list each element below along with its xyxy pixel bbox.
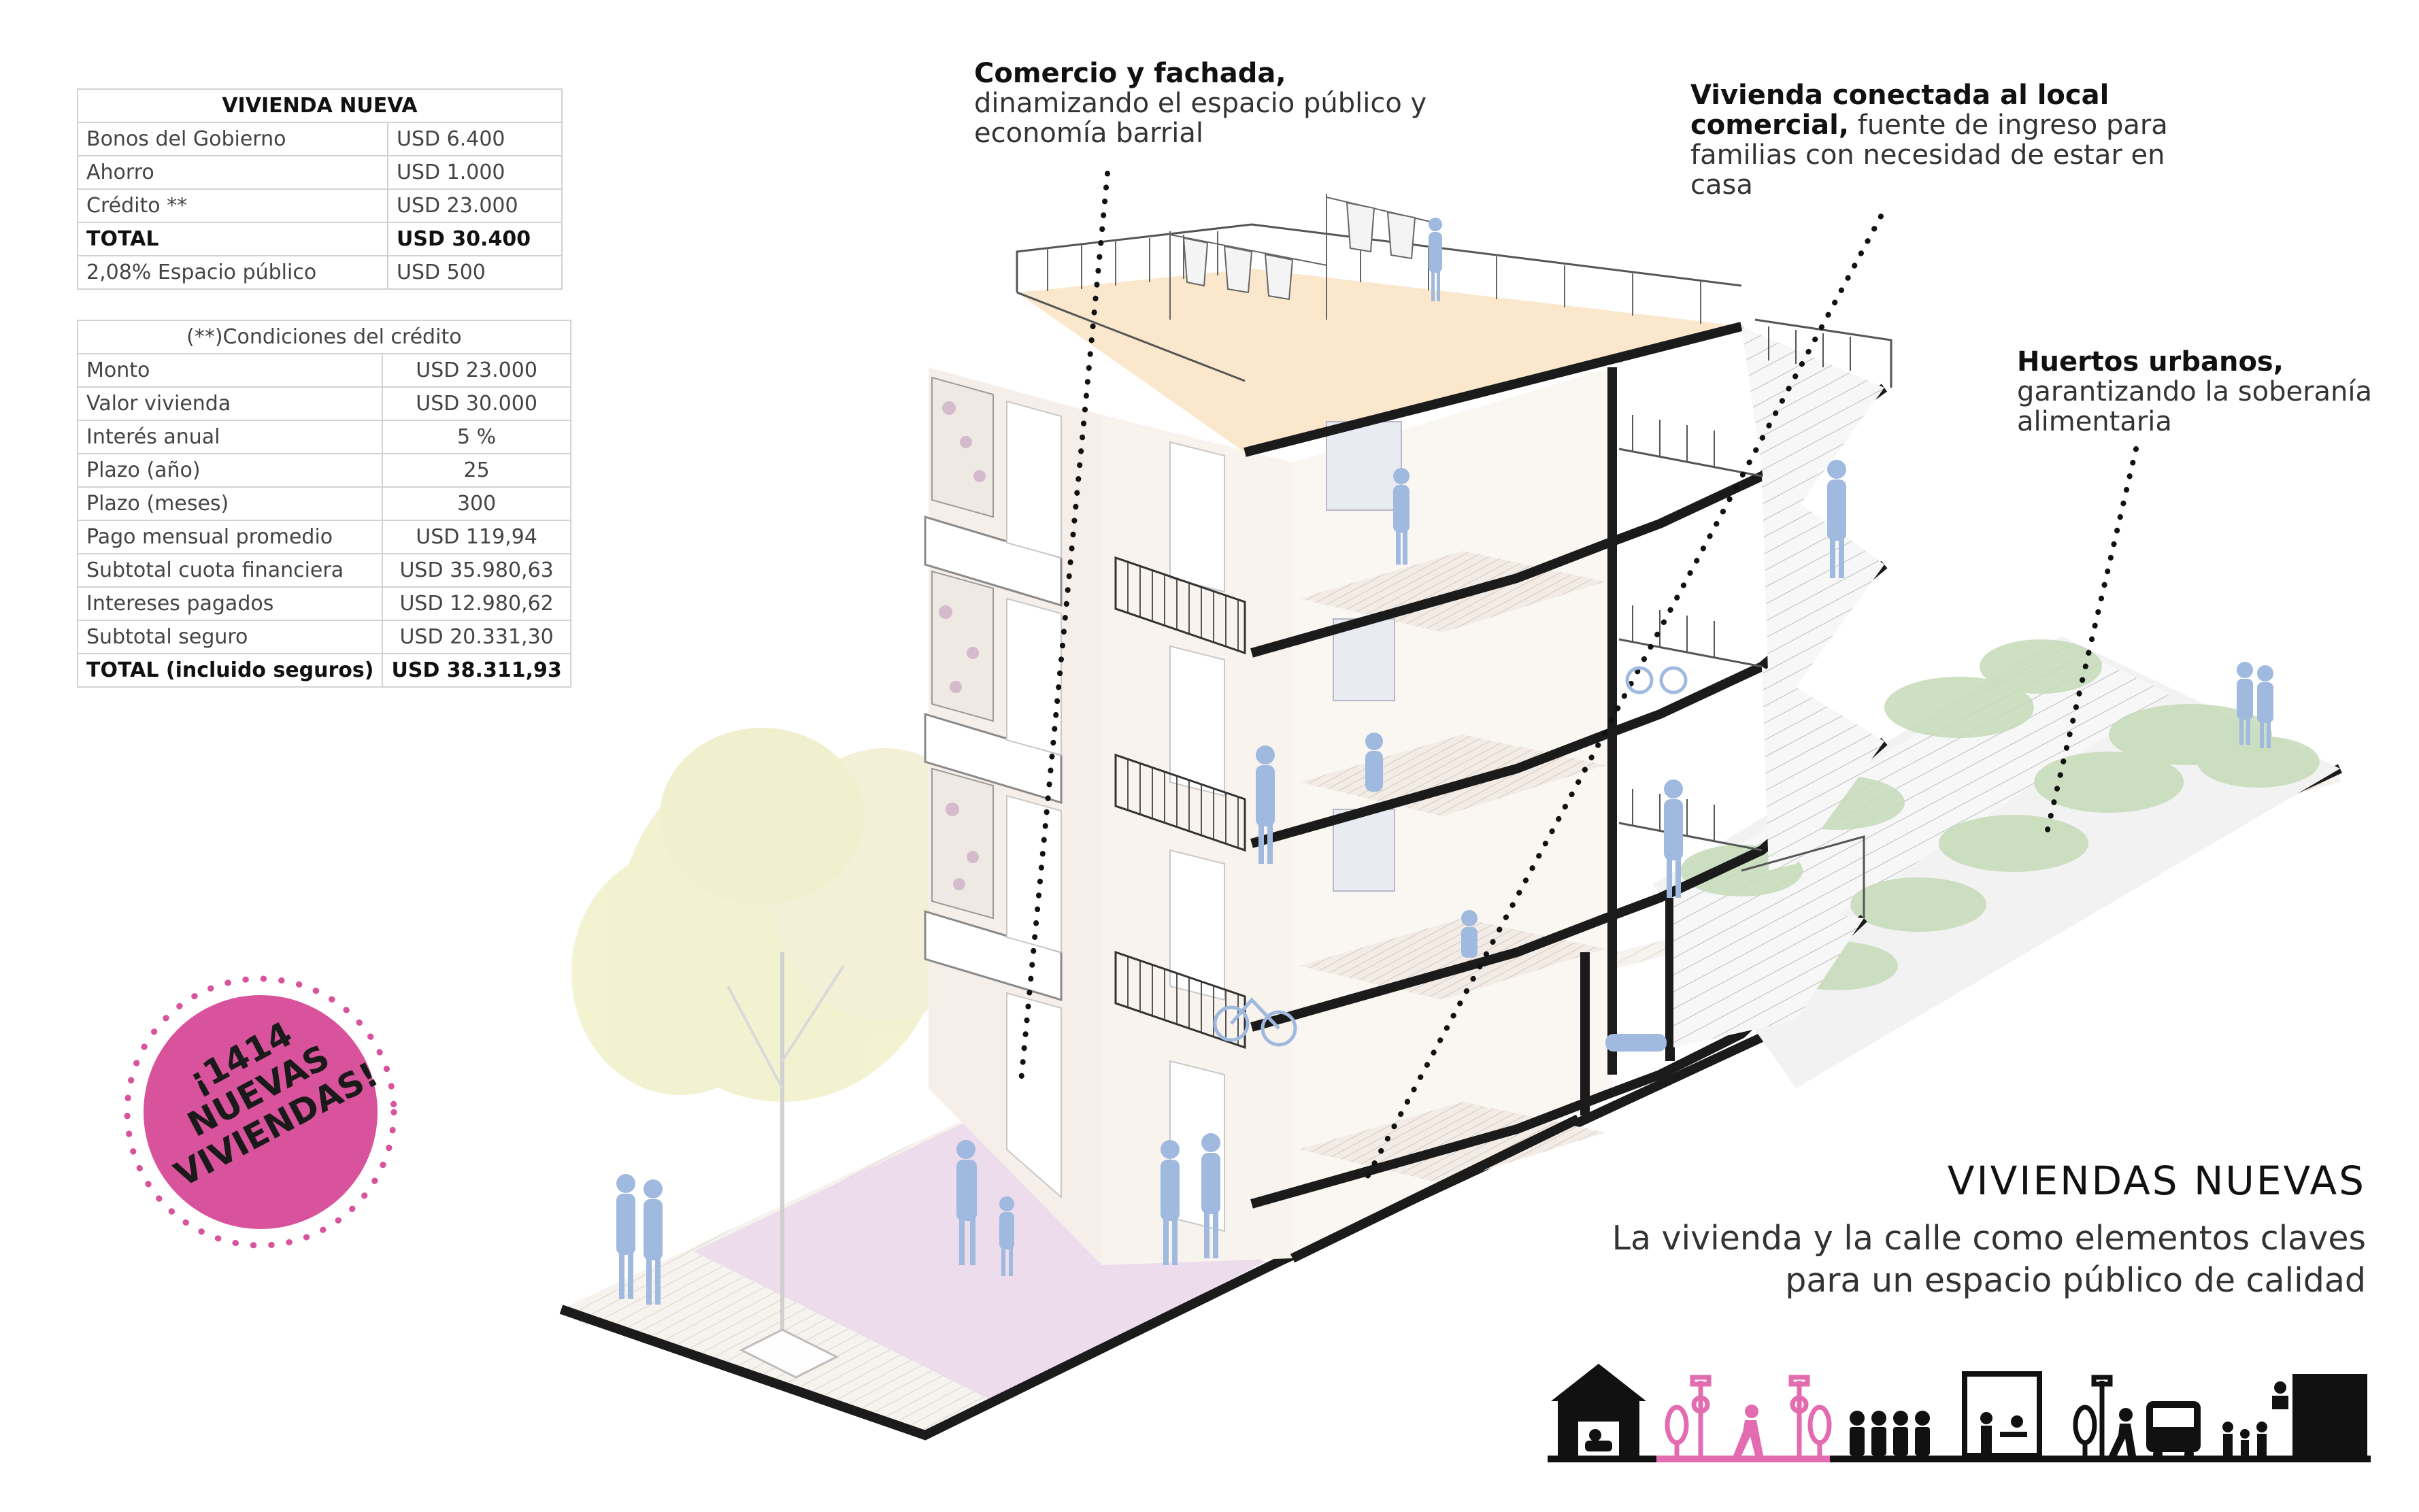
table-row: Plazo (año)25 [76, 453, 571, 488]
annotation-text: dinamizando el espacio público y economí… [974, 88, 1427, 149]
plaza [694, 1115, 1265, 1401]
annotation-comercio: Comercio y fachada, dinamizando el espac… [974, 58, 1491, 148]
annotation-text: fuente de ingreso para familias con nece… [1690, 110, 2168, 201]
table-row: Plazo (meses)300 [76, 486, 571, 521]
annotation-huertos: Huertos urbanos, garantizando la soberan… [2017, 347, 2412, 437]
table-title: (**)Condiciones del crédito [77, 320, 571, 354]
table-row-total: TOTAL (incluido seguros)USD 38.311,93 [76, 653, 571, 688]
stair-railings [1618, 318, 1892, 918]
annotation-text: garantizando la soberanía alimentaria [2017, 376, 2373, 437]
subtitle-line-1: La vivienda y la calle como elementos cl… [1612, 1219, 2366, 1258]
leader-lines [1018, 171, 2139, 1179]
green-wall [931, 376, 994, 920]
title-block: VIVIENDAS NUEVAS La vivienda y la calle … [1612, 1158, 2366, 1302]
roof-deck [1017, 269, 1745, 452]
subtitle-line-2: para un espacio público de calidad [1785, 1261, 2366, 1300]
annotation-heading: Huertos urbanos, [2017, 346, 2284, 377]
badge-circle [124, 975, 397, 1249]
people-figures [616, 218, 2273, 1305]
table-title: VIVIENDA NUEVA [77, 88, 563, 123]
annotation-heading: Vivienda conectada al local comercial, [1690, 80, 2109, 141]
table-row: Crédito **USD 23.000 [77, 188, 563, 223]
annotation-heading: Comercio y fachada, [974, 58, 1286, 89]
annotation-vivienda: Vivienda conectada al local comercial, f… [1690, 80, 2207, 200]
page-title: VIVIENDAS NUEVAS [1947, 1158, 2366, 1204]
